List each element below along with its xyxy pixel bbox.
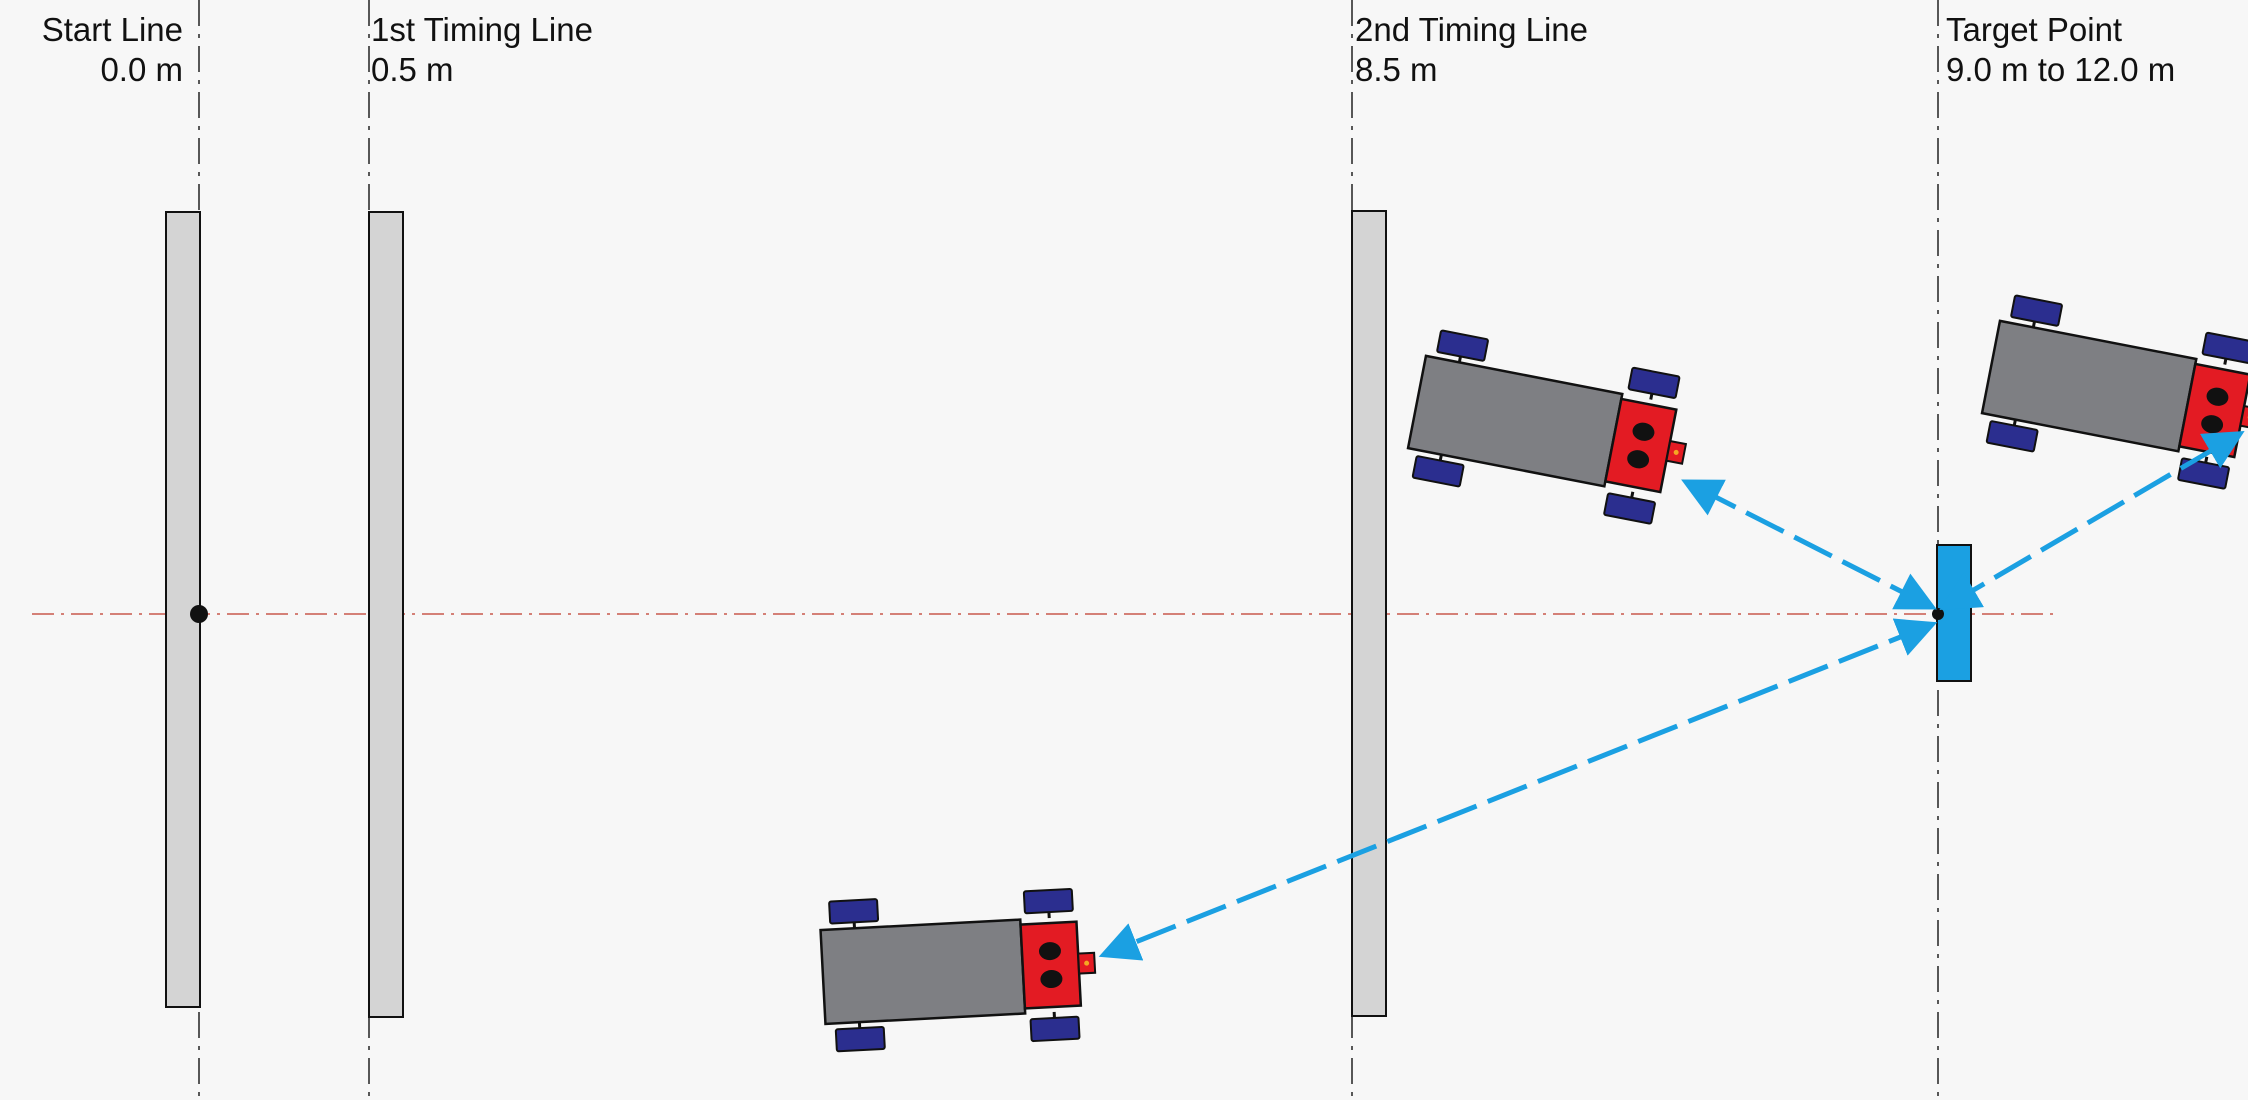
arrow-target-to-upper-middle [1681,479,1937,610]
timing2-distance: 8.5 m [1355,51,1438,88]
start-line-name: Start Line [41,11,183,48]
start-line-label: Start Line 0.0 m [0,10,183,90]
timing2-gate [1351,210,1387,1017]
timing1-gate [368,211,404,1018]
arrow-target-to-upper-right [1939,430,2245,611]
timing2-label: 2nd Timing Line 8.5 m [1355,10,1588,90]
timing1-distance: 0.5 m [371,51,454,88]
start-line-distance: 0.0 m [100,51,183,88]
target-center-dot [1932,608,1944,620]
timing2-name: 2nd Timing Line [1355,11,1588,48]
start-point-marker [190,605,208,623]
vehicle-upper-right [1975,291,2248,495]
target-point-name: Target Point [1946,11,2123,48]
timing1-label: 1st Timing Line 0.5 m [371,10,593,90]
vehicle-lower-left [817,886,1101,1054]
target-point-label: Target Point 9.0 m to 12.0 m [1946,10,2175,90]
vehicle-upper-middle [1401,326,1700,530]
arrow-target-to-lower-left [1098,618,1938,961]
target-point-distance: 9.0 m to 12.0 m [1946,51,2176,88]
timing1-name: 1st Timing Line [371,11,593,48]
